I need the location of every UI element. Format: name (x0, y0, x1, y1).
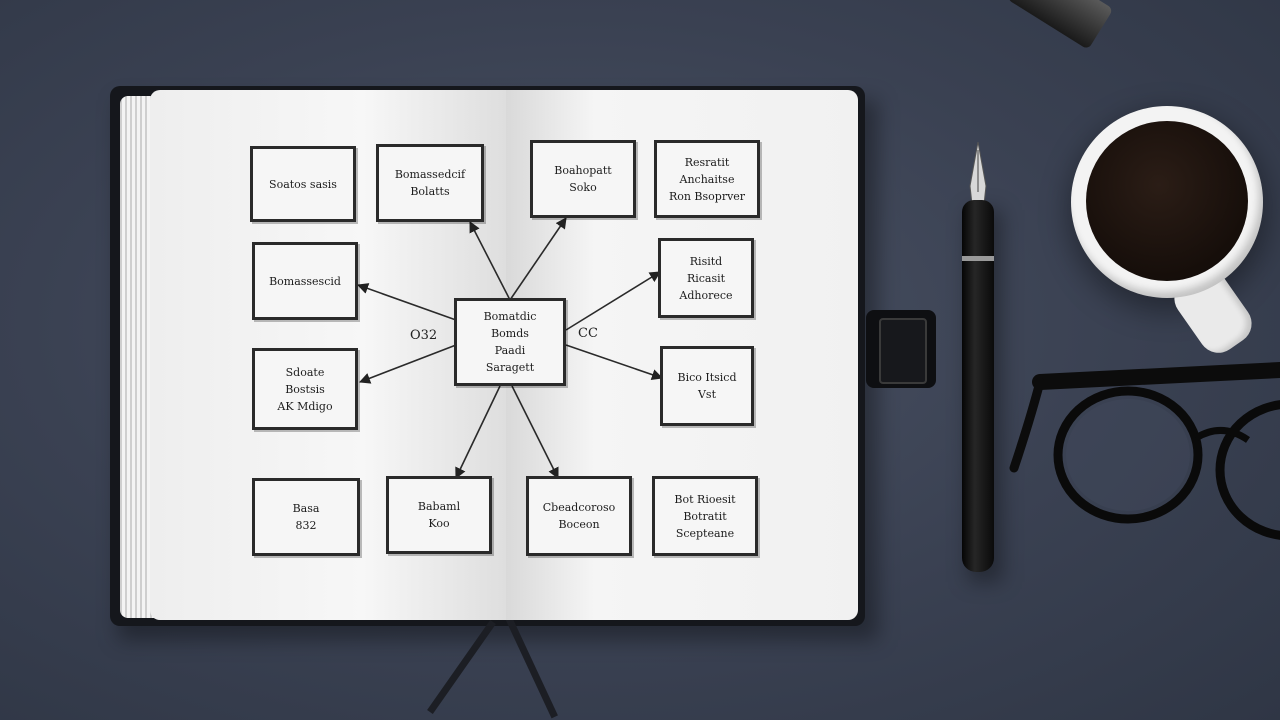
node-left-6: Babaml Koo (386, 476, 492, 554)
node-right-3: Risitd Ricasit Adhorece (658, 238, 754, 318)
link-to-lower-left (358, 344, 457, 384)
node-right-6: Bot Rioesit Botratit Scepteane (652, 476, 758, 556)
edge-label-right: CC (578, 326, 598, 341)
fountain-pen (962, 200, 994, 572)
eyeglasses-icon (1009, 362, 1280, 540)
node-left-1: Soatos sasis (250, 146, 356, 222)
sharpener-blade (879, 318, 927, 384)
node-left-4: Sdoate Bostsis AK Mdigo (252, 348, 358, 430)
coffee (1086, 121, 1248, 281)
node-left-5: Basa 832 (252, 478, 360, 556)
link-to-top-left (469, 221, 511, 301)
link-to-bottom-right (511, 385, 559, 480)
node-left-2: Bomassedcif Bolatts (376, 144, 484, 222)
node-right-1: Boahopatt Soko (530, 140, 636, 218)
link-to-mid-right (565, 271, 661, 331)
link-to-bottom-left (455, 385, 501, 480)
link-to-lower-right (565, 344, 664, 381)
node-right-2: Resratit Anchaitse Ron Bsoprver (654, 140, 760, 218)
node-center: Bomatdic Bomds Paadi Saragett (454, 298, 566, 386)
pen-nib-icon (969, 142, 987, 204)
node-left-3: Bomassescid (252, 242, 358, 320)
node-right-5: Cbeadcoroso Boceon (526, 476, 632, 556)
edge-label-left: O32 (410, 328, 438, 343)
link-to-mid-left (356, 283, 457, 321)
pen-band (962, 256, 994, 261)
link-to-top-right (509, 217, 567, 301)
node-right-4: Bico Itsicd Vst (660, 346, 754, 426)
